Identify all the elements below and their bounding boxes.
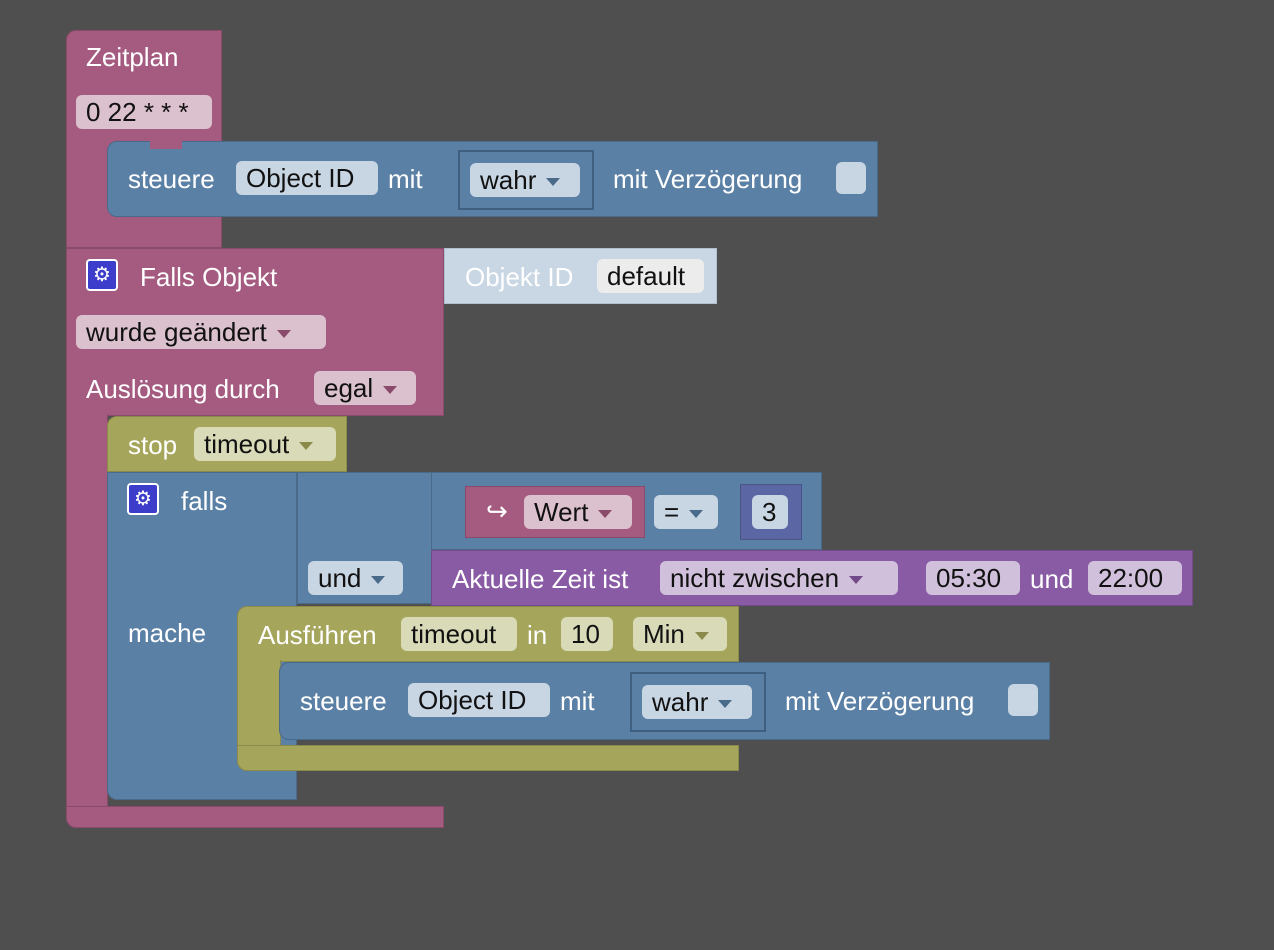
mache-label: mache	[128, 618, 207, 648]
stop-timeout-dropdown[interactable]: timeout	[194, 427, 336, 461]
timeout-in-label: in	[527, 620, 548, 650]
control-steuere-label: steuere	[300, 686, 387, 716]
value-dropdown[interactable]: wahr	[642, 685, 752, 719]
return-arrow-icon: ↪	[486, 496, 508, 526]
trigger-block-spine	[66, 414, 108, 810]
gear-icon[interactable]: ⚙	[86, 259, 118, 291]
delay-label: mit Verzögerung	[613, 164, 803, 194]
delay-checkbox[interactable]	[1008, 684, 1038, 716]
stop-label: stop	[128, 430, 178, 460]
variable-dropdown[interactable]: Wert	[524, 495, 632, 529]
time-check-label: Aktuelle Zeit ist	[452, 564, 629, 594]
timeout-unit-dropdown[interactable]: Min	[633, 617, 727, 651]
gear-icon[interactable]: ⚙	[127, 483, 159, 515]
und-dropdown[interactable]: und	[308, 561, 403, 595]
object-id-field[interactable]: Object ID	[408, 683, 550, 717]
falls-label: falls	[181, 486, 228, 516]
changed-dropdown[interactable]: wurde geändert	[76, 315, 326, 349]
timeout-block-footer	[237, 745, 739, 771]
object-id-field[interactable]: Object ID	[236, 161, 378, 195]
trigger-block-footer	[66, 806, 444, 828]
schedule-title: Zeitplan	[86, 42, 179, 72]
operator-dropdown[interactable]: =	[654, 495, 718, 529]
control-mit-label: mit	[388, 164, 423, 194]
objekt-id-value[interactable]: default	[597, 259, 704, 293]
ausloesung-dropdown[interactable]: egal	[314, 371, 416, 405]
notch	[150, 141, 182, 149]
value-dropdown[interactable]: wahr	[470, 163, 580, 197]
delay-checkbox[interactable]	[836, 162, 866, 194]
time-from-field[interactable]: 05:30	[926, 561, 1020, 595]
control-mit-label: mit	[560, 686, 595, 716]
timeout-block-spine	[237, 660, 281, 750]
timeout-label: Ausführen	[258, 620, 377, 650]
timeout-name-field[interactable]: timeout	[401, 617, 517, 651]
time-und-label: und	[1030, 564, 1074, 594]
control-steuere-label: steuere	[128, 164, 215, 194]
time-to-field[interactable]: 22:00	[1088, 561, 1182, 595]
ausloesung-label: Auslösung durch	[86, 374, 280, 404]
time-mode-dropdown[interactable]: nicht zwischen	[660, 561, 898, 595]
timeout-amount-field[interactable]: 10	[561, 617, 613, 651]
trigger-title: Falls Objekt	[140, 262, 278, 292]
objekt-id-label: Objekt ID	[465, 262, 574, 292]
number-field[interactable]: 3	[752, 495, 788, 529]
delay-label: mit Verzögerung	[785, 686, 975, 716]
cron-field[interactable]: 0 22 * * *	[76, 95, 212, 129]
